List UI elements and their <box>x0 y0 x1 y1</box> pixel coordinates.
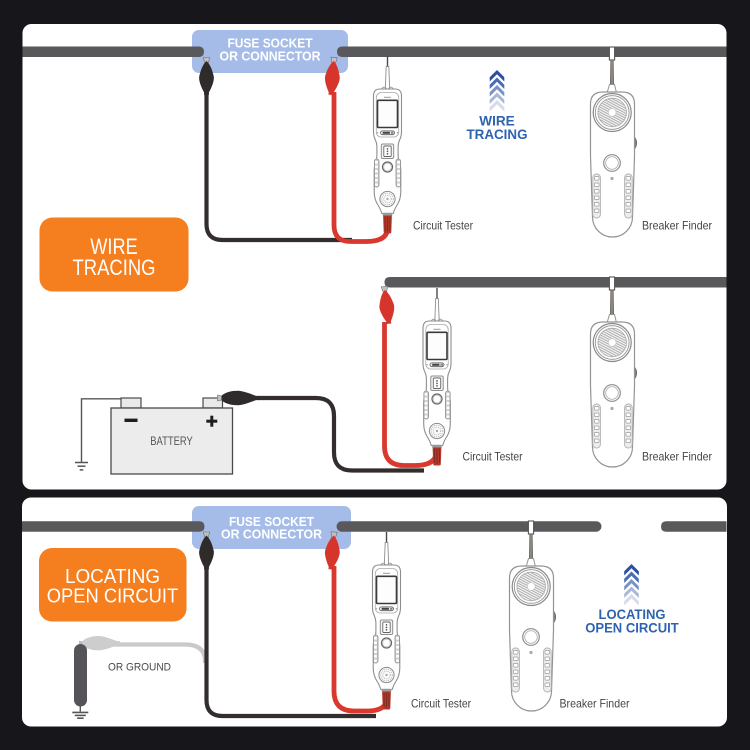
svg-text:FUSE SOCKET: FUSE SOCKET <box>228 36 313 51</box>
svg-text:OPEN CIRCUIT: OPEN CIRCUIT <box>47 585 179 608</box>
svg-text:OR CONNECTOR: OR CONNECTOR <box>220 49 321 64</box>
svg-text:LOCATING: LOCATING <box>65 565 160 588</box>
svg-text:OPEN CIRCUIT: OPEN CIRCUIT <box>585 621 679 636</box>
svg-text:WIRE: WIRE <box>90 234 138 259</box>
svg-text:TRACING: TRACING <box>73 255 156 280</box>
svg-text:OR GROUND: OR GROUND <box>108 662 171 674</box>
svg-text:BATTERY: BATTERY <box>150 436 193 448</box>
svg-text:Circuit Tester: Circuit Tester <box>411 697 471 711</box>
svg-text:WIRE: WIRE <box>479 113 515 129</box>
svg-text:FUSE SOCKET: FUSE SOCKET <box>229 514 314 529</box>
svg-text:TRACING: TRACING <box>467 126 528 142</box>
svg-text:Breaker Finder: Breaker Finder <box>560 697 630 711</box>
svg-text:Circuit Tester: Circuit Tester <box>463 450 523 464</box>
svg-text:LOCATING: LOCATING <box>599 607 666 622</box>
svg-text:Breaker Finder: Breaker Finder <box>642 219 712 233</box>
svg-text:Breaker Finder: Breaker Finder <box>642 450 712 464</box>
svg-text:OR CONNECTOR: OR CONNECTOR <box>221 527 322 542</box>
svg-text:Circuit Tester: Circuit Tester <box>413 219 473 233</box>
